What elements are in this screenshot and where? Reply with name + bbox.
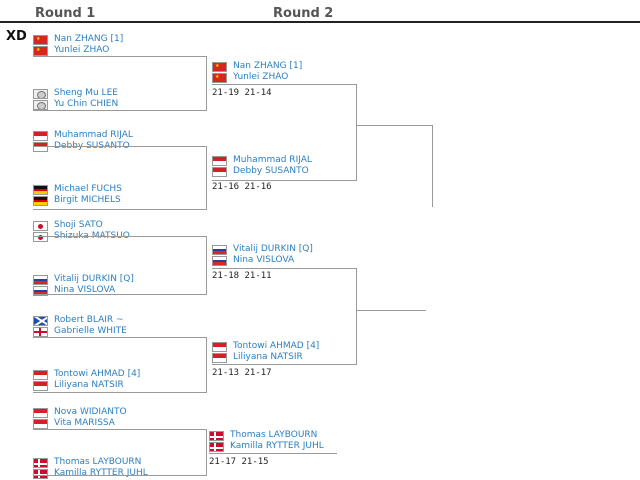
bracket-line (33, 294, 206, 295)
flag-china-icon: ★ (212, 62, 227, 72)
flag-russia-icon (33, 275, 48, 285)
player-name-link[interactable]: Muhammad RIJAL (54, 130, 133, 140)
flag-indonesia-icon (33, 419, 48, 429)
player-name-link[interactable]: Yu Chin CHIEN (54, 99, 119, 109)
player-name-link[interactable]: Nina VISLOVA (233, 255, 295, 265)
bracket-line (33, 475, 206, 476)
flag-indonesia-icon (33, 142, 48, 152)
flag-indonesia-icon (33, 370, 48, 380)
bracket-line (432, 125, 433, 207)
flag-china-icon: ★ (33, 35, 48, 45)
player-name-link[interactable]: Thomas LAYBOURN (230, 430, 318, 440)
player-name-link[interactable]: Kamilla RYTTER JUHL (230, 441, 324, 451)
player-name-link[interactable]: Michael FUCHS (54, 184, 122, 194)
bracket-line (212, 268, 356, 269)
player-name-link[interactable]: Tontowi AHMAD [4] (233, 341, 320, 351)
match-score: 21-18 21-11 (212, 271, 272, 281)
flag-china-icon: ★ (33, 46, 48, 56)
flag-indonesia-icon (33, 381, 48, 391)
header-divider (0, 21, 640, 23)
bracket-line (33, 110, 206, 111)
flag-russia-icon (212, 245, 227, 255)
bracket-line (212, 180, 356, 181)
player-name-link[interactable]: Liliyana NATSIR (54, 380, 124, 390)
bracket-line (206, 236, 207, 295)
bracket-line (206, 56, 207, 111)
player-name-link[interactable]: Liliyana NATSIR (233, 352, 303, 362)
player-name-link[interactable]: Debby SUSANTO (233, 166, 309, 176)
flag-germany-icon (33, 185, 48, 195)
player-name-link[interactable]: Nova WIDIANTO (54, 407, 127, 417)
round2-header: Round 2 (273, 6, 334, 21)
event-label: XD (6, 29, 27, 44)
bracket-line (206, 429, 207, 476)
bracket-line (33, 56, 206, 57)
bracket-line (33, 392, 206, 393)
bracket-line (33, 146, 206, 147)
player-name-link[interactable]: Robert BLAIR ~ (54, 315, 124, 325)
flag-denmark-icon (33, 458, 48, 468)
player-name-link[interactable]: Vitalij DURKIN [Q] (54, 274, 134, 284)
flag-taipei-icon (33, 100, 48, 110)
bracket-line (356, 268, 357, 365)
flag-indonesia-icon (212, 156, 227, 166)
flag-england-icon (33, 327, 48, 337)
flag-indonesia-icon (33, 131, 48, 141)
player-name-link[interactable]: Yunlei ZHAO (54, 45, 110, 55)
player-name-link[interactable]: Muhammad RIJAL (233, 155, 312, 165)
match-score: 21-16 21-16 (212, 182, 272, 192)
bracket-line (209, 453, 337, 454)
player-name-link[interactable]: Vitalij DURKIN [Q] (233, 244, 313, 254)
player-name-link[interactable]: Gabrielle WHITE (54, 326, 127, 336)
player-name-link[interactable]: Tontowi AHMAD [4] (54, 369, 141, 379)
player-name-link[interactable]: Thomas LAYBOURN (54, 457, 142, 467)
player-name-link[interactable]: Birgit MICHELS (54, 195, 121, 205)
player-name-link[interactable]: Nan ZHANG [1] (233, 61, 303, 71)
player-name-link[interactable]: Vita MARISSA (54, 418, 115, 428)
flag-indonesia-icon (212, 342, 227, 352)
bracket-line (33, 429, 206, 430)
flag-russia-icon (33, 286, 48, 296)
flag-indonesia-icon (212, 353, 227, 363)
player-name-link[interactable]: Shoji SATO (54, 220, 103, 230)
bracket-line (212, 364, 356, 365)
flag-germany-icon (33, 196, 48, 206)
flag-japan-icon (33, 221, 48, 231)
flag-scotland-icon (33, 316, 48, 326)
match-score: 21-13 21-17 (212, 368, 272, 378)
match-score: 21-19 21-14 (212, 88, 272, 98)
player-name-link[interactable]: Kamilla RYTTER JUHL (54, 468, 148, 478)
flag-denmark-icon (209, 431, 224, 441)
player-name-link[interactable]: Yunlei ZHAO (233, 72, 289, 82)
flag-taipei-icon (33, 89, 48, 99)
bracket-line (206, 337, 207, 393)
bracket-line (33, 209, 206, 210)
flag-russia-icon (212, 256, 227, 266)
bracket-line (356, 125, 432, 126)
flag-indonesia-icon (212, 167, 227, 177)
flag-china-icon: ★ (212, 73, 227, 83)
round1-header: Round 1 (35, 6, 96, 21)
flag-japan-icon (33, 232, 48, 242)
bracket-line (356, 310, 426, 311)
player-name-link[interactable]: Nina VISLOVA (54, 285, 116, 295)
bracket-line (33, 337, 206, 338)
flag-denmark-icon (33, 469, 48, 479)
match-score: 21-17 21-15 (209, 457, 269, 467)
flag-indonesia-icon (33, 408, 48, 418)
bracket-line (212, 84, 356, 85)
bracket-line (356, 84, 357, 181)
bracket-line (33, 236, 206, 237)
player-name-link[interactable]: Nan ZHANG [1] (54, 34, 124, 44)
flag-denmark-icon (209, 442, 224, 452)
bracket-line (206, 146, 207, 210)
player-name-link[interactable]: Sheng Mu LEE (54, 88, 118, 98)
